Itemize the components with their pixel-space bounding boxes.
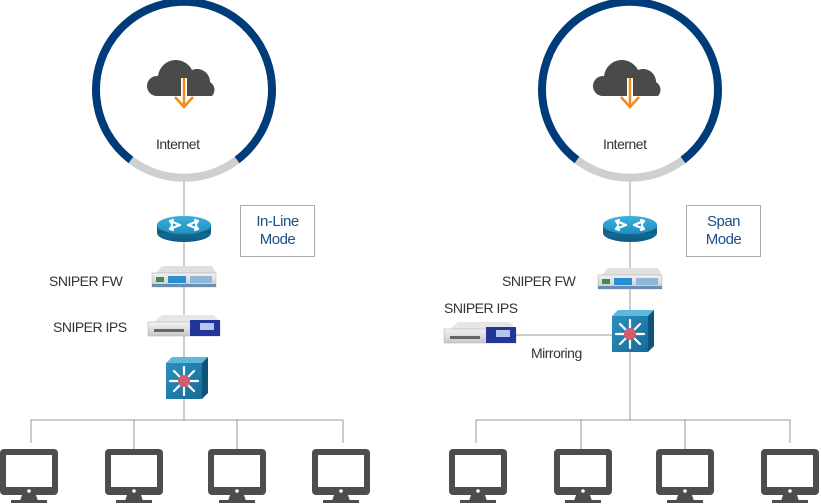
sniper-fw-device — [597, 267, 663, 290]
mirroring-label: Mirroring — [531, 345, 582, 361]
monitor-icon — [761, 449, 819, 503]
internet-label: Internet — [156, 136, 200, 152]
mode-box: Span Mode — [686, 205, 761, 257]
internet-ring-bottom — [574, 156, 686, 182]
monitor-icon — [554, 449, 612, 503]
internet-ring — [538, 0, 722, 164]
cloud-download-icon — [593, 60, 661, 107]
ips-label: SNIPER IPS — [53, 319, 127, 335]
span-mode-diagram — [443, 0, 819, 503]
router-icon — [601, 214, 659, 244]
internet-ring — [92, 0, 276, 164]
switch-icon — [164, 355, 210, 401]
fw-label: SNIPER FW — [49, 273, 123, 289]
fw-label: SNIPER FW — [502, 273, 576, 289]
mode-label-line2: Mode — [259, 231, 296, 248]
switch-icon — [610, 308, 656, 354]
mode-label-line2: Mode — [705, 231, 742, 248]
ips-label: SNIPER IPS — [444, 300, 518, 316]
sniper-fw-device — [151, 265, 217, 288]
inline-mode-diagram — [0, 0, 370, 503]
router-icon — [155, 214, 213, 244]
monitor-icon — [449, 449, 507, 503]
monitor-icon — [208, 449, 266, 503]
client-bus — [475, 419, 791, 443]
cloud-download-icon — [147, 60, 215, 107]
client-bus — [30, 419, 344, 443]
monitor-icon — [656, 449, 714, 503]
internet-ring-bottom — [128, 156, 240, 182]
internet-label: Internet — [603, 136, 647, 152]
sniper-ips-device — [443, 321, 517, 344]
monitor-icon — [105, 449, 163, 503]
mode-label-line1: Span — [706, 213, 741, 230]
mode-box: In-Line Mode — [240, 205, 315, 257]
mode-label-line1: In-Line — [256, 213, 299, 230]
monitor-icon — [312, 449, 370, 503]
sniper-ips-device — [147, 314, 221, 337]
monitor-icon — [0, 449, 58, 503]
